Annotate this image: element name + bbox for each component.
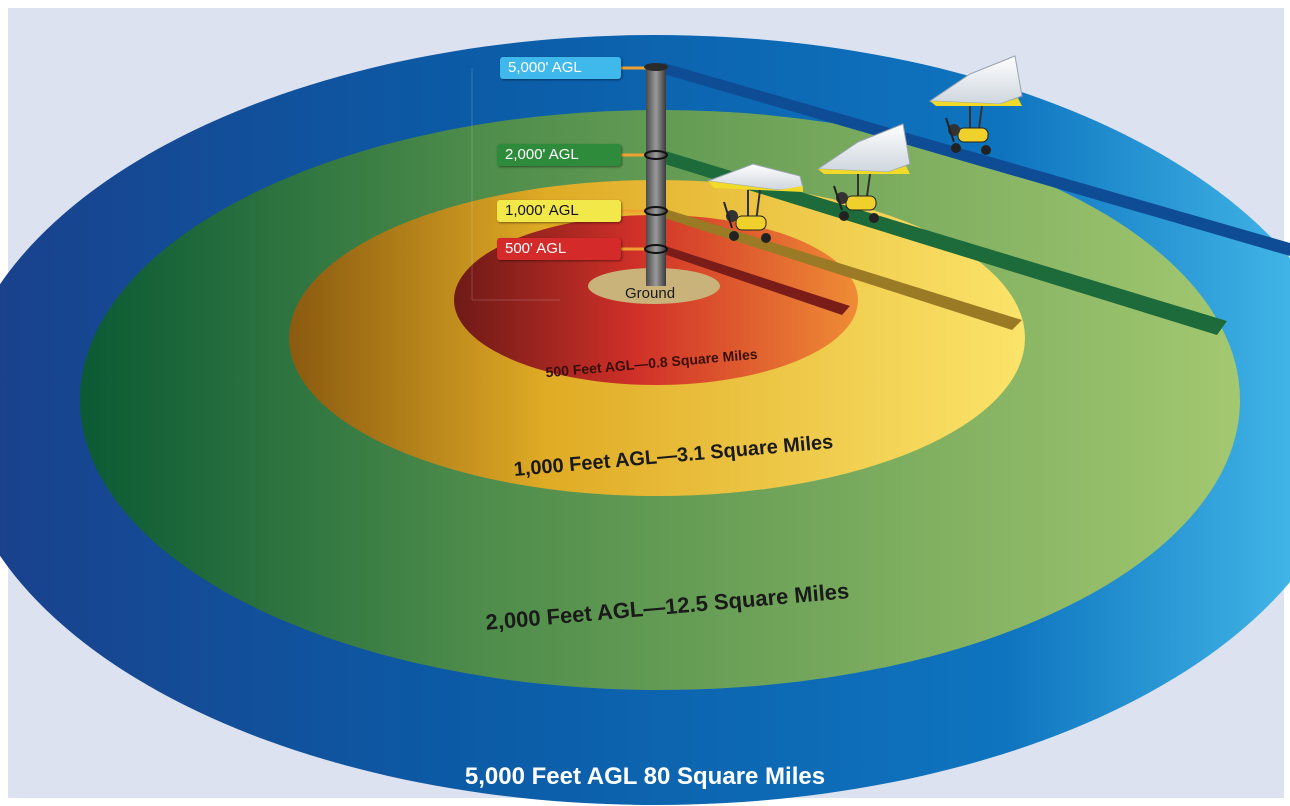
beam-2000 xyxy=(658,150,1227,335)
trike-aircraft-icon xyxy=(928,55,1023,155)
pole-ring xyxy=(644,206,668,216)
beam-500 xyxy=(658,245,850,315)
ground-label: Ground xyxy=(625,285,676,302)
trike-aircraft-icon xyxy=(707,163,804,243)
trike-aircraft-icon xyxy=(816,123,911,223)
altitude-pole xyxy=(646,66,666,286)
pole-top xyxy=(644,63,668,71)
beam-5000 xyxy=(660,63,1290,256)
pole-ring xyxy=(644,244,668,254)
zone-caption-5000: 5,000 Feet AGL 80 Square Miles xyxy=(464,763,826,790)
beam-1000 xyxy=(658,208,1022,330)
pole-ring xyxy=(644,150,668,160)
altitude-tag-500: 500' AGL xyxy=(497,238,621,260)
altitude-tag-1000: 1,000' AGL xyxy=(497,200,621,222)
altitude-tag-2000: 2,000' AGL xyxy=(497,144,621,166)
altitude-tag-5000: 5,000' AGL xyxy=(500,57,621,79)
